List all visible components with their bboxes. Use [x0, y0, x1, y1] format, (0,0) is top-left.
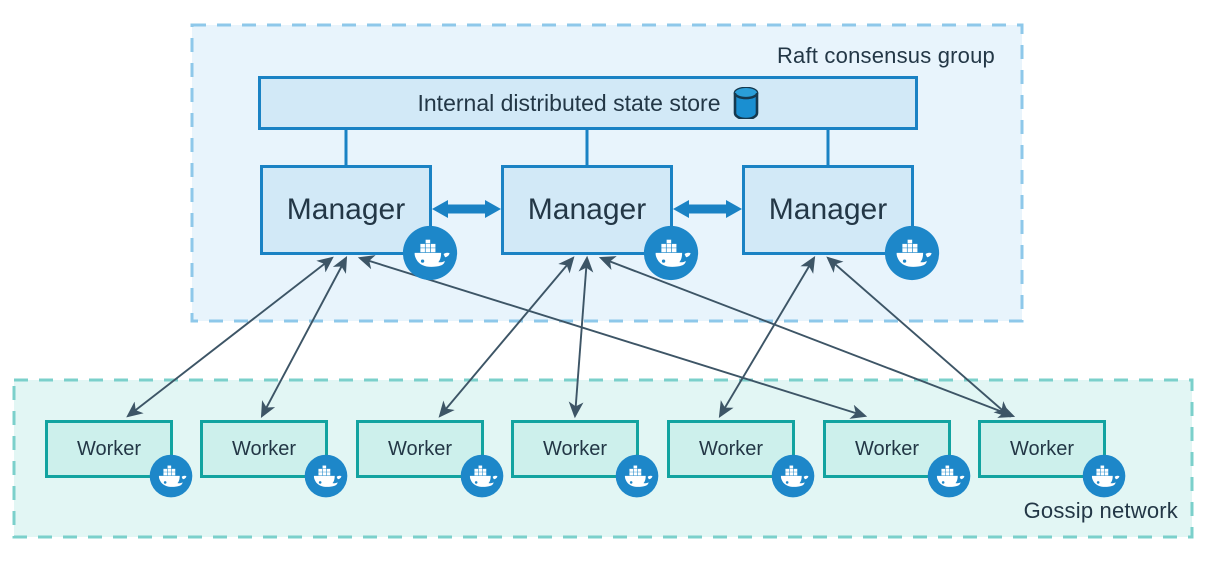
docker-whale-icon [149, 454, 193, 498]
group-label-raft: Raft consensus group [776, 43, 995, 68]
manager-worker-link-4 [568, 255, 594, 419]
manager-worker-link-6 [718, 256, 816, 418]
worker-label: Worker [698, 437, 764, 460]
manager-box-0[interactable]: Manager [260, 165, 432, 255]
manager-box-2[interactable]: Manager [742, 165, 914, 255]
manager-worker-link-3 [438, 256, 575, 418]
worker-label: Worker [231, 437, 297, 460]
manager-worker-link-1 [260, 255, 348, 419]
database-cylinder-icon [733, 86, 759, 121]
manager-label: Manager [286, 193, 406, 226]
worker-box-4[interactable]: Worker [667, 420, 795, 478]
manager-peer-arrow-0 [432, 200, 501, 218]
state-store-label: Internal distributed state store [417, 89, 721, 116]
internal-state-store-box[interactable]: Internal distributed state store [258, 76, 918, 130]
group-label-gossip: Gossip network [1023, 498, 1178, 523]
manager-box-1[interactable]: Manager [501, 165, 673, 255]
worker-label: Worker [854, 437, 920, 460]
docker-whale-icon [884, 225, 940, 281]
manager-label: Manager [768, 193, 888, 226]
docker-whale-icon [1082, 454, 1126, 498]
docker-whale-icon [771, 454, 815, 498]
docker-whale-icon [304, 454, 348, 498]
worker-label: Worker [76, 437, 142, 460]
docker-whale-icon [402, 225, 458, 281]
worker-label: Worker [1009, 437, 1075, 460]
manager-label: Manager [527, 193, 647, 226]
docker-whale-icon [615, 454, 659, 498]
docker-whale-icon [643, 225, 699, 281]
docker-whale-icon [927, 454, 971, 498]
worker-label: Worker [387, 437, 453, 460]
manager-worker-link-7 [826, 256, 1011, 418]
docker-whale-icon [460, 454, 504, 498]
manager-peer-arrow-1 [673, 200, 742, 218]
worker-label: Worker [542, 437, 608, 460]
